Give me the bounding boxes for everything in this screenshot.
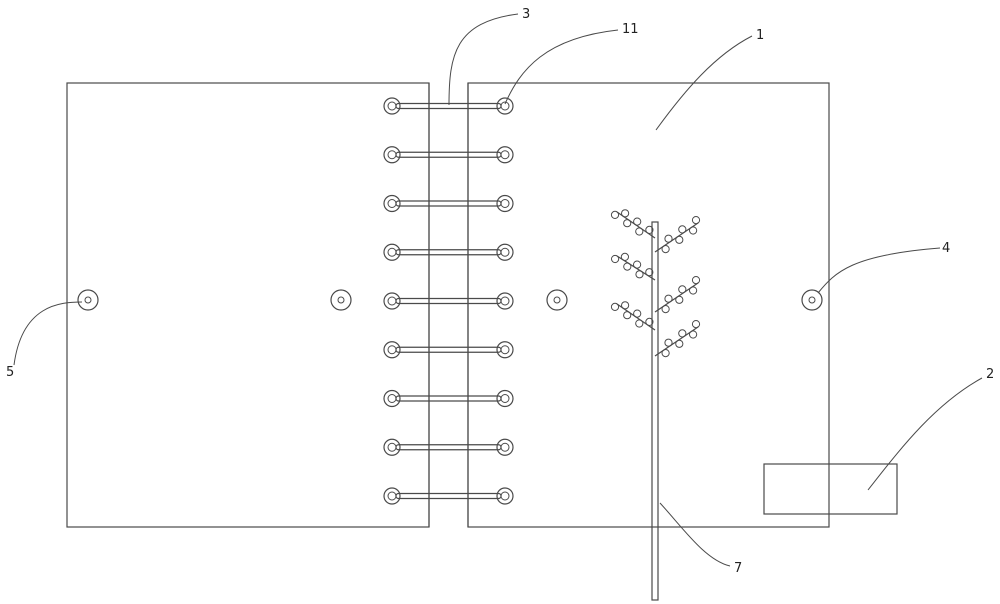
label-1: 1 [756,28,764,43]
label-11: 11 [622,22,639,37]
binding-ring [383,243,514,261]
plant-branch [654,276,701,314]
binding-ring [383,389,514,408]
plant-stem-7 [651,221,659,601]
label-5: 5 [6,365,14,380]
plant-branch [654,216,701,254]
label-3: 3 [522,7,530,22]
binding-ring [383,194,514,213]
binding-ring [383,341,514,359]
plant-branches [610,209,701,358]
label-4: 4 [942,241,950,256]
plant-branch [611,252,656,281]
binding-ring [383,97,514,115]
binding-ring [383,438,514,456]
leader-line-1 [655,35,753,131]
hole-right-inner [546,289,568,311]
right-panel-1 [467,82,830,528]
hole-left-outer-5 [77,289,99,311]
binding-ring [383,292,514,310]
hole-left-inner [330,289,352,311]
leader-line-11 [504,29,619,105]
binding-rings [383,97,514,505]
binding-strip [428,83,469,527]
plant-branch [654,320,701,358]
leader-line-5 [13,301,83,366]
binding-ring [383,146,514,164]
label-7: 7 [734,561,742,576]
box-component-2 [763,463,898,515]
leader-line-3 [448,13,519,106]
leader-line-2 [867,377,983,491]
plant-branch [610,209,656,239]
binding-ring [383,487,514,505]
hole-right-outer-4 [801,289,823,311]
leader-line-4 [817,247,941,294]
plant-branch [610,301,656,331]
leader-line-7 [659,502,731,567]
left-panel [66,82,430,528]
label-2: 2 [986,367,994,382]
